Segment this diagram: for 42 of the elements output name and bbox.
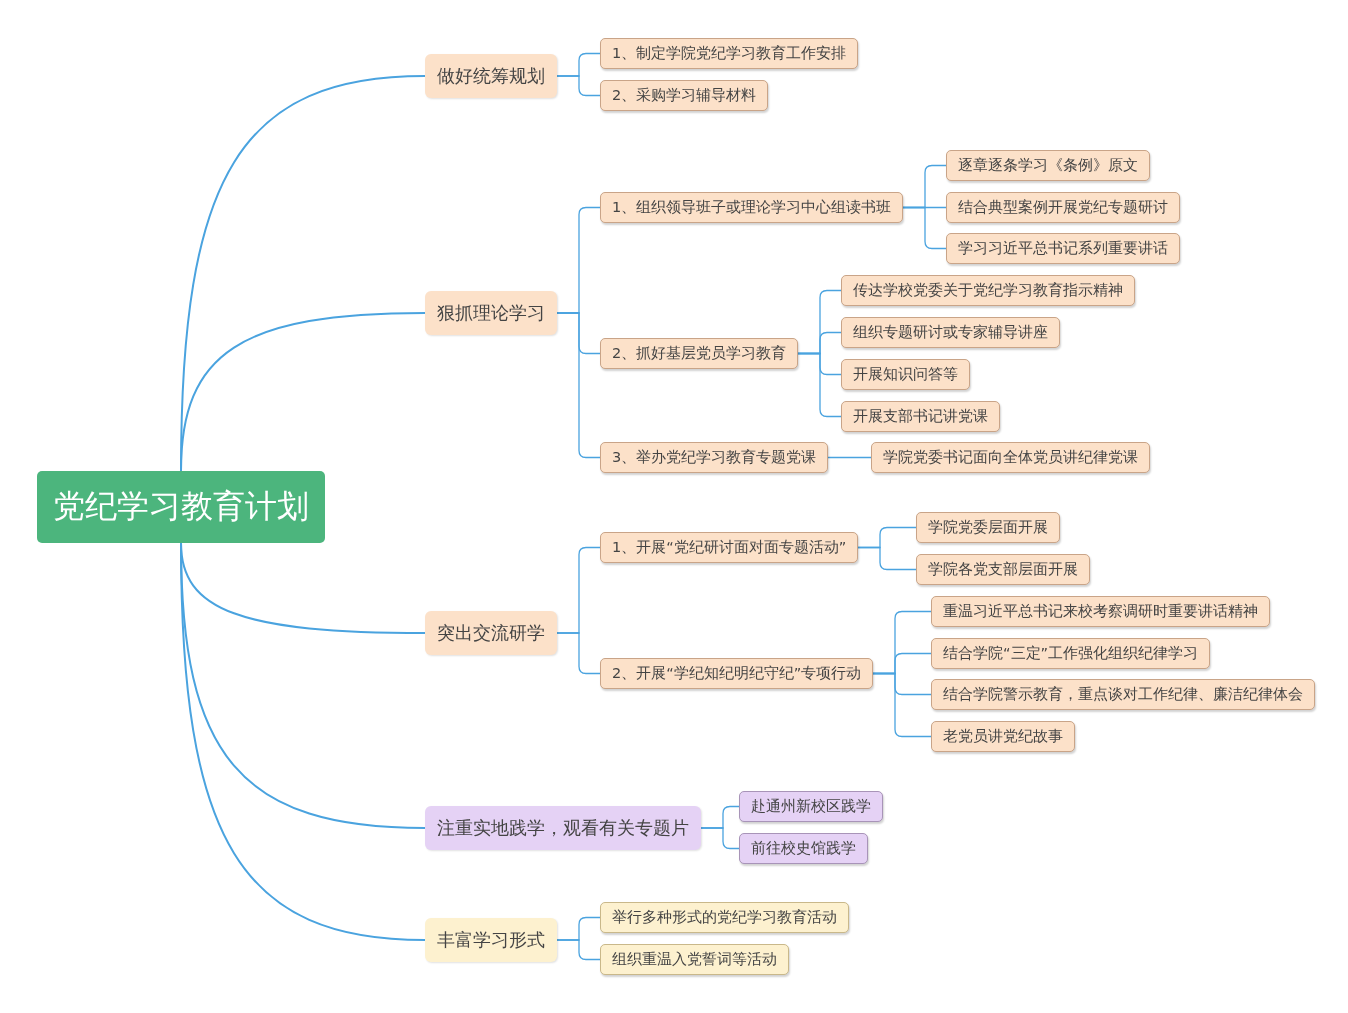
subtopic-box: 传达学校党委关于党纪学习教育指示精神: [841, 274, 1135, 306]
connector: [797, 352, 842, 418]
connector: [556, 312, 601, 459]
central-topic-box: 党纪学习教育计划: [37, 471, 325, 543]
subtopic-box: 重温习近平总书记来校考察调研时重要讲话精神: [931, 595, 1270, 627]
main-topic-box: 狠抓理论学习: [425, 291, 557, 335]
subtopic-box: 开展支部书记讲党课: [841, 400, 1000, 432]
subtopic-box: 逐章逐条学习《条例》原文: [946, 149, 1150, 181]
subtopic-box: 结合典型案例开展党纪专题研讨: [946, 191, 1180, 223]
connector: [902, 206, 947, 250]
subtopic-box: 学院党委层面开展: [916, 511, 1060, 543]
connector: [556, 939, 601, 961]
subtopic-box: 2、开展“学纪知纪明纪守纪”专项行动: [600, 657, 874, 689]
main-topic-box: 丰富学习形式: [425, 918, 557, 962]
subtopic-box: 学院各党支部层面开展: [916, 553, 1090, 585]
connector: [556, 632, 601, 675]
subtopic-box: 2、采购学习辅导材料: [600, 79, 769, 111]
subtopic-box: 开展知识问答等: [841, 358, 970, 390]
subtopic-box: 前往校史馆践学: [739, 832, 868, 864]
main-topic-box: 突出交流研学: [425, 611, 557, 655]
connector: [180, 312, 426, 472]
connector: [857, 546, 917, 571]
connector: [827, 456, 872, 459]
subtopic-box: 3、举办党纪学习教育专题党课: [600, 441, 829, 473]
subtopic-box: 2、抓好基层党员学习教育: [600, 337, 799, 369]
subtopic-box: 组织专题研讨或专家辅导讲座: [841, 316, 1060, 348]
connector: [700, 827, 740, 850]
subtopic-box: 举行多种形式的党纪学习教育活动: [600, 901, 849, 933]
connector: [872, 672, 932, 738]
subtopic-box: 学习习近平总书记系列重要讲话: [946, 232, 1180, 264]
subtopic-box: 1、组织领导班子或理论学习中心组读书班: [600, 191, 904, 223]
subtopic-box: 学院党委书记面向全体党员讲纪律党课: [871, 441, 1150, 473]
subtopic-box: 老党员讲党纪故事: [931, 720, 1075, 752]
subtopic-box: 赴通州新校区践学: [739, 790, 883, 822]
subtopic-box: 结合学院“三定”工作强化组织纪律学习: [931, 637, 1211, 669]
subtopic-box: 结合学院警示教育，重点谈对工作纪律、廉洁纪律体会: [931, 678, 1315, 710]
connector: [556, 75, 601, 97]
subtopic-box: 组织重温入党誓词等活动: [600, 943, 789, 975]
subtopic-box: 1、开展“党纪研讨面对面专题活动”: [600, 531, 859, 563]
main-topic-box: 注重实地践学，观看有关专题片: [425, 806, 701, 850]
main-topic-box: 做好统筹规划: [425, 54, 557, 98]
subtopic-box: 1、制定学院党纪学习教育工作安排: [600, 37, 859, 69]
